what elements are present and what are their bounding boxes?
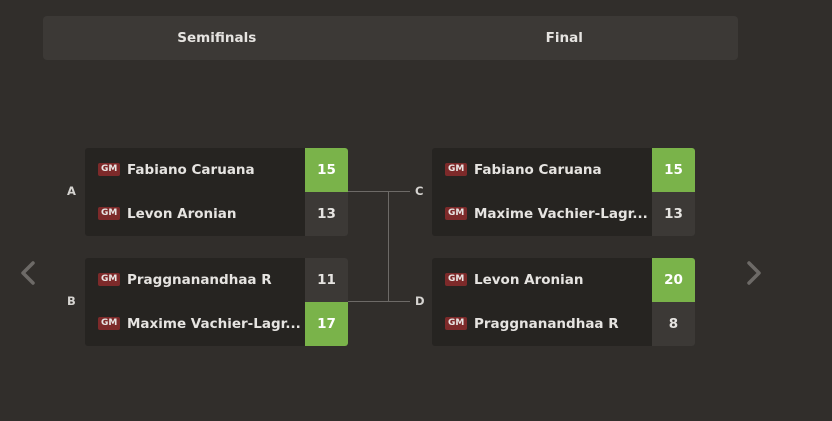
match-label-b: B [67, 294, 76, 308]
title-badge: GM [98, 317, 121, 330]
player-score: 13 [305, 192, 348, 236]
player-row: GM Praggnanandhaa R 8 [432, 302, 695, 346]
tab-semifinals[interactable]: Semifinals [177, 30, 257, 46]
title-badge: GM [445, 207, 468, 220]
player-name: Fabiano Caruana [127, 162, 255, 178]
player-row: GM Maxime Vachier-Lagr... 17 [85, 302, 348, 346]
player-name: Levon Aronian [127, 206, 237, 222]
player-name: Levon Aronian [474, 272, 584, 288]
player-score: 17 [305, 302, 348, 346]
match-card-b[interactable]: GM Praggnanandhaa R 11 GM Maxime Vachier… [85, 258, 348, 346]
match-card-a[interactable]: GM Fabiano Caruana 15 GM Levon Aronian 1… [85, 148, 348, 236]
tab-final[interactable]: Final [545, 30, 583, 46]
title-badge: GM [98, 273, 121, 286]
player-name: Praggnanandhaa R [474, 316, 619, 332]
player-name: Maxime Vachier-Lagr... [474, 206, 648, 222]
player-row: GM Levon Aronian 13 [85, 192, 348, 236]
title-badge: GM [445, 317, 468, 330]
chevron-left-icon[interactable] [16, 260, 40, 286]
title-badge: GM [98, 207, 121, 220]
bracket-connector-vertical [388, 191, 389, 302]
match-label-c: C [415, 184, 424, 198]
player-row: GM Fabiano Caruana 15 [432, 148, 695, 192]
match-card-d[interactable]: GM Levon Aronian 20 GM Praggnanandhaa R … [432, 258, 695, 346]
bracket-connector-top [348, 191, 410, 192]
player-score: 8 [652, 302, 695, 346]
player-score: 11 [305, 258, 348, 302]
player-score: 13 [652, 192, 695, 236]
title-badge: GM [445, 273, 468, 286]
player-name: Maxime Vachier-Lagr... [127, 316, 301, 332]
player-name: Fabiano Caruana [474, 162, 602, 178]
player-score: 20 [652, 258, 695, 302]
chevron-right-icon[interactable] [742, 260, 766, 286]
round-tabs: Semifinals Final [43, 16, 738, 60]
title-badge: GM [445, 163, 468, 176]
player-row: GM Fabiano Caruana 15 [85, 148, 348, 192]
title-badge: GM [98, 163, 121, 176]
player-score: 15 [652, 148, 695, 192]
bracket-connector-bottom [348, 301, 410, 302]
player-row: GM Levon Aronian 20 [432, 258, 695, 302]
player-name: Praggnanandhaa R [127, 272, 272, 288]
match-card-c[interactable]: GM Fabiano Caruana 15 GM Maxime Vachier-… [432, 148, 695, 236]
match-label-d: D [415, 294, 425, 308]
player-row: GM Praggnanandhaa R 11 [85, 258, 348, 302]
match-label-a: A [67, 184, 76, 198]
player-row: GM Maxime Vachier-Lagr... 13 [432, 192, 695, 236]
player-score: 15 [305, 148, 348, 192]
